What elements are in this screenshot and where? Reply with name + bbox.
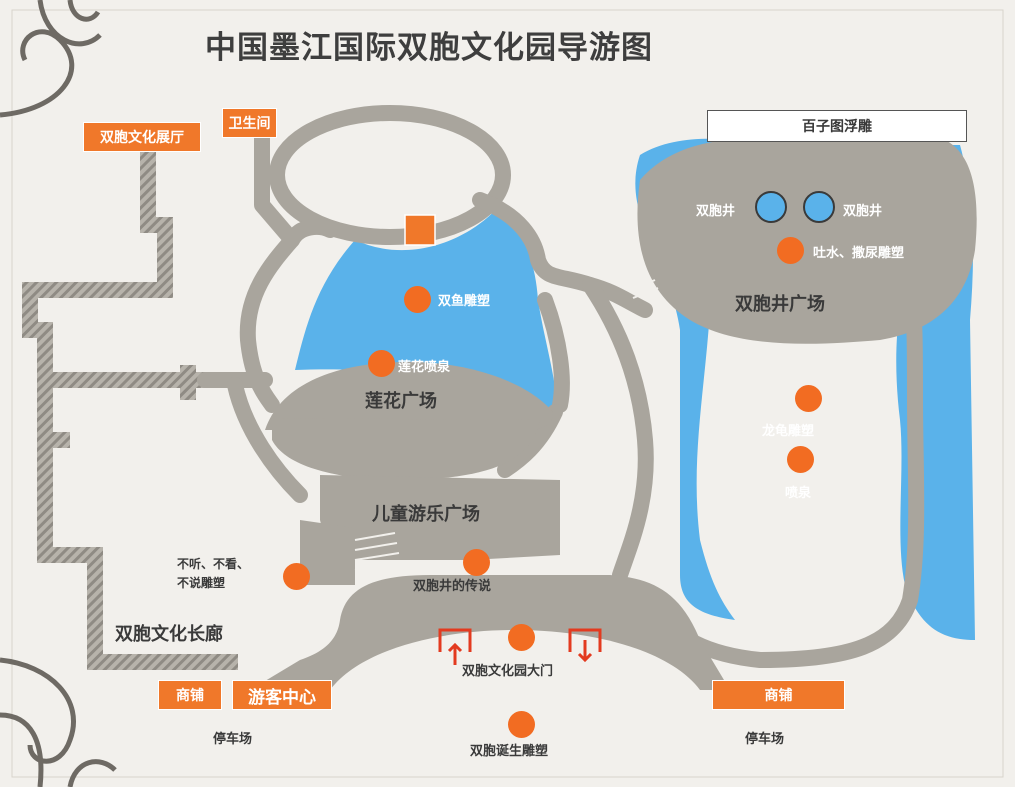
twin-well-left[interactable]: [755, 191, 787, 223]
twin-well-square-label: 双胞井广场: [735, 294, 825, 315]
twin-well-right[interactable]: [803, 191, 835, 223]
gate-exit-right: [568, 628, 602, 663]
three-monkeys-label-line2: 不说雕塑: [177, 576, 226, 590]
legend-marker[interactable]: [463, 549, 490, 576]
culture-corridor-label: 双胞文化长廊: [115, 624, 223, 645]
twin-fish-label: 双鱼雕塑: [438, 294, 491, 309]
twin-well-right-label: 双胞井: [843, 204, 883, 219]
relief-wall-label[interactable]: 百子图浮雕: [707, 110, 967, 142]
spit-sculpture-marker[interactable]: [777, 237, 804, 264]
three-monkeys-label-line1: 不听、不看、: [177, 557, 250, 571]
kids-plaza-entry: [300, 520, 355, 585]
fountain-label: 喷泉: [785, 486, 812, 501]
three-monkeys-marker[interactable]: [283, 563, 310, 590]
kids-plaza: [320, 475, 560, 560]
birth-sculpture-label: 双胞诞生雕塑: [470, 744, 549, 759]
spit-sculpture-label: 吐水、撒尿雕塑: [813, 246, 905, 261]
ring-path: [269, 105, 511, 245]
gate-entrance-left: [438, 628, 472, 665]
twin-fish-marker[interactable]: [404, 286, 431, 313]
lotus-fountain-label: 莲花喷泉: [398, 360, 451, 375]
dragon-turtle-label: 龙龟雕塑: [762, 424, 815, 439]
kids-square-label: 儿童游乐广场: [372, 504, 480, 525]
birth-sculpture-marker[interactable]: [508, 711, 535, 738]
visitor-center-label[interactable]: 游客中心: [232, 680, 332, 710]
lotus-plaza-lower: [272, 418, 540, 480]
lotus-fountain-marker[interactable]: [368, 350, 395, 377]
shop-right-label[interactable]: 商铺: [712, 680, 845, 710]
shop-left-label[interactable]: 商铺: [158, 680, 222, 710]
map-title: 中国墨江国际双胞文化园导游图: [205, 30, 653, 66]
stairs: [354, 279, 659, 571]
lotus-square-label: 莲花广场: [365, 391, 437, 412]
fountain-marker[interactable]: [787, 446, 814, 473]
parking-left-label: 停车场: [213, 732, 253, 747]
exhibition-hall-label[interactable]: 双胞文化展厅: [83, 122, 201, 152]
twin-well-left-label: 双胞井: [696, 204, 736, 219]
toilet-label[interactable]: 卫生间: [222, 108, 277, 138]
legend-label: 双胞井的传说: [413, 579, 492, 594]
corner-ornament-top-left: [0, 0, 102, 118]
pavilion-marker: [404, 214, 436, 246]
dragon-turtle-marker[interactable]: [795, 385, 822, 412]
culture-corridor-wall: [22, 150, 238, 670]
map-frame: [11, 9, 1004, 778]
corner-ornament-bottom-left: [0, 657, 117, 787]
relief-plaza: [637, 138, 977, 344]
gate-arc: [330, 630, 700, 690]
walking-paths: [197, 105, 925, 668]
main-gate-marker[interactable]: [508, 624, 535, 651]
lotus-plaza: [265, 361, 553, 430]
parking-right-label: 停车场: [745, 732, 785, 747]
main-gate-label: 双胞文化园大门: [462, 664, 554, 679]
